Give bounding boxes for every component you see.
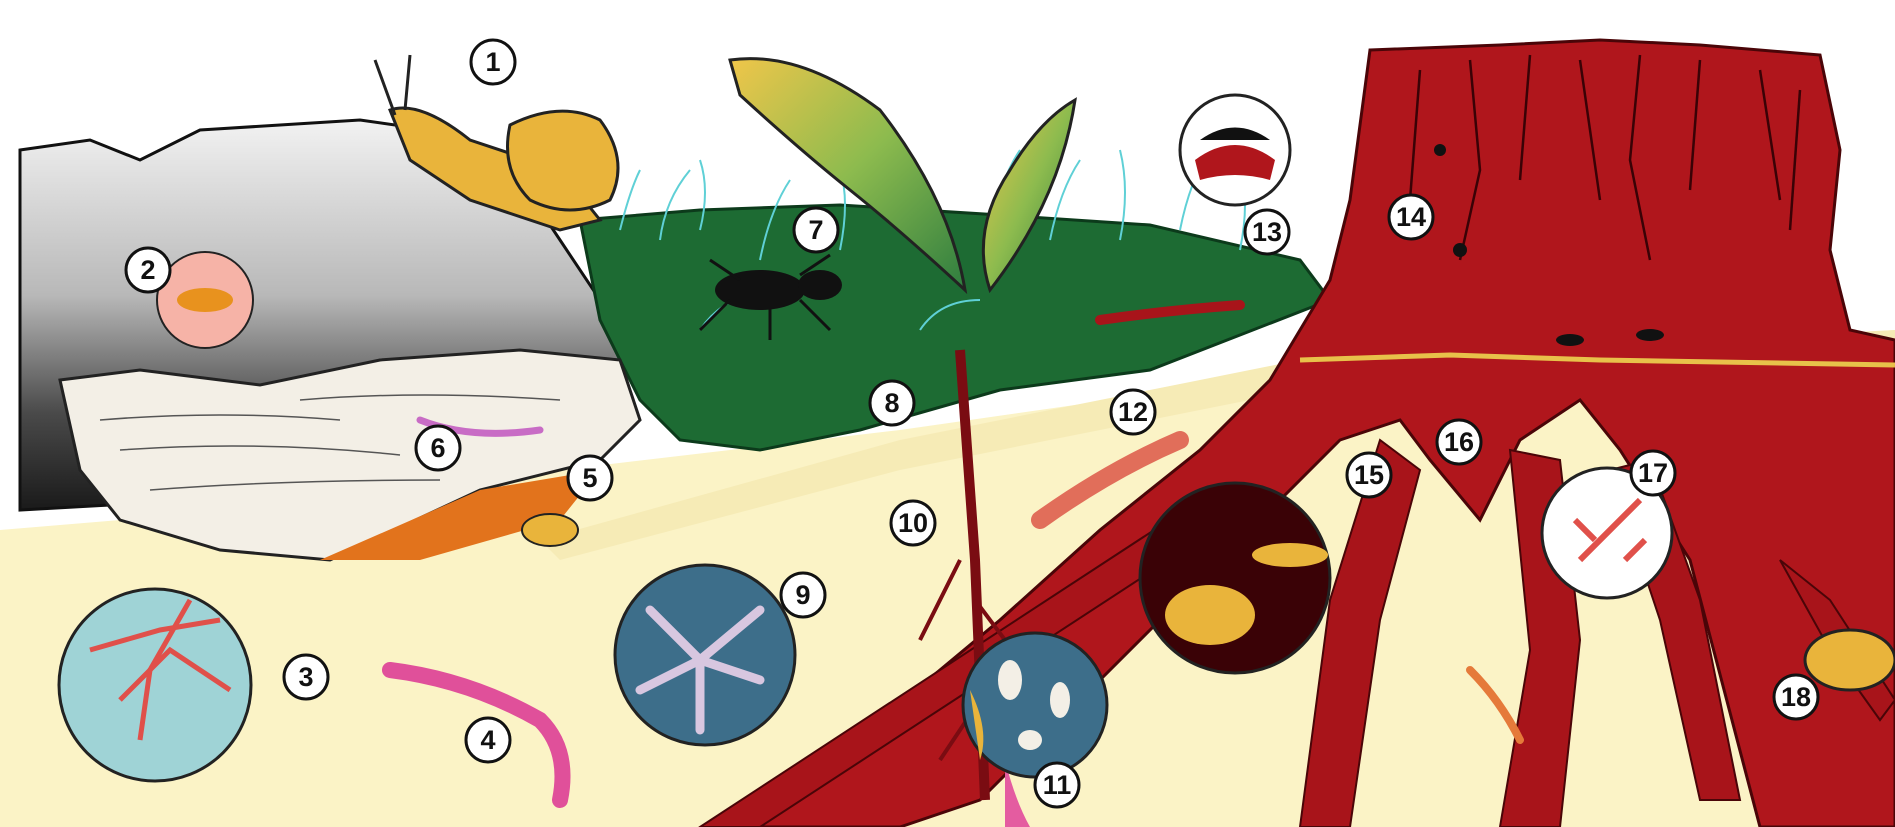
beetle-larva — [1805, 630, 1895, 690]
magnified-bacteria — [963, 633, 1107, 777]
label-number-4: 4 — [480, 725, 495, 755]
label-number-6: 6 — [430, 433, 445, 463]
label-number-16: 16 — [1444, 427, 1474, 457]
label-number-3: 3 — [298, 662, 313, 692]
label-number-9: 9 — [795, 580, 810, 610]
label-number-2: 2 — [140, 255, 155, 285]
label-number-18: 18 — [1781, 682, 1811, 712]
mite — [522, 514, 578, 546]
magnified-springtail — [1140, 483, 1330, 673]
label-number-13: 13 — [1252, 217, 1282, 247]
label-number-12: 12 — [1118, 397, 1148, 427]
label-number-17: 17 — [1638, 458, 1668, 488]
label-number-11: 11 — [1043, 770, 1072, 800]
label-number-1: 1 — [485, 47, 500, 77]
label-number-14: 14 — [1396, 202, 1426, 232]
label-number-8: 8 — [884, 388, 899, 418]
label-number-10: 10 — [898, 508, 928, 538]
label-number-7: 7 — [808, 215, 823, 245]
label-number-15: 15 — [1354, 460, 1384, 490]
label-number-5: 5 — [582, 463, 597, 493]
